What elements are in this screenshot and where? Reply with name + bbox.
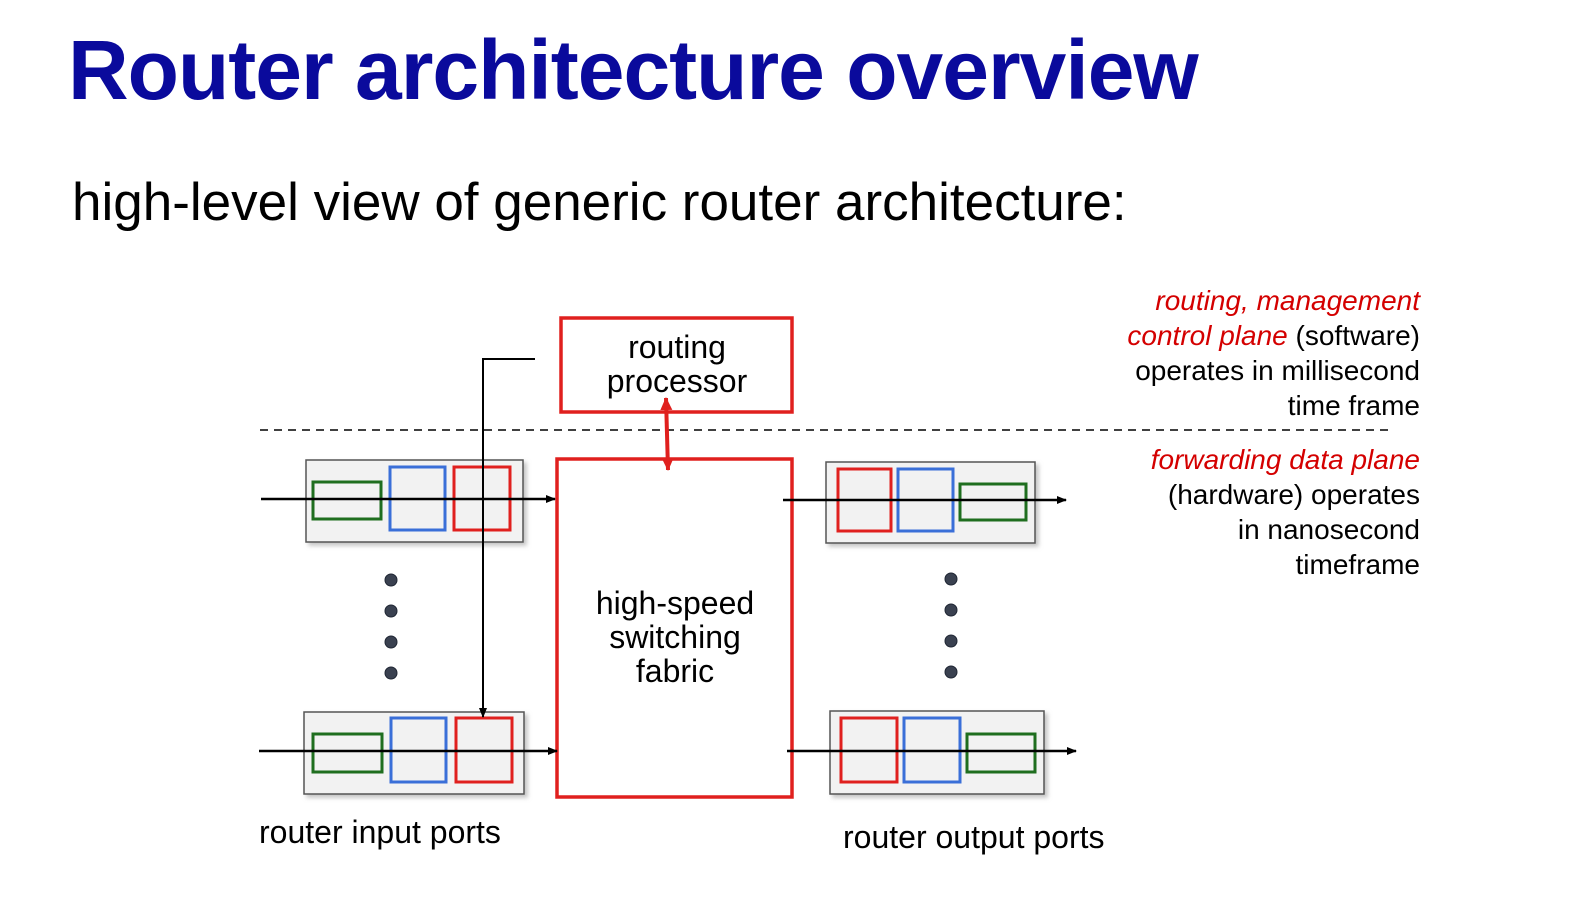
queue-slot-green [311,732,384,774]
control-plane-note-line1: routing, management [1155,285,1420,316]
control-plane-note-line3: operates in millisecond [1135,355,1420,386]
input-port-bottom [303,711,525,795]
switching-fabric-label-line2: switching [609,619,741,655]
output-ports-ellipsis [944,572,958,679]
queue-slot-green [958,482,1028,522]
queue-slot-green [965,732,1037,774]
routing-processor-label-line2: processor [606,363,748,399]
data-plane-note-line4: timeframe [1295,549,1420,580]
routing-table-control-line [479,358,535,718]
processor-fabric-arrow [660,397,674,471]
data-plane-note-line3: in nanosecond [1237,514,1420,545]
control-plane-note: routing, management control plane (softw… [1127,283,1420,423]
control-plane-note-line2: control plane (software) [1127,318,1420,353]
input-ports-ellipsis [384,573,398,680]
control-plane-note-line4: time frame [1287,390,1420,421]
routing-processor-label-line1: routing [628,329,726,365]
switching-fabric-box [555,457,794,799]
output-ports-label: router output ports [843,819,1105,855]
switching-fabric-label-line3: fabric [635,653,715,689]
data-plane-note: forwarding data plane (hardware) operate… [1151,442,1420,582]
slide-subtitle: high-level view of generic router archit… [72,173,1127,232]
output-port-top [825,461,1036,544]
output-port-bottom [829,710,1045,795]
queue-slot-green [311,480,383,521]
data-plane-note-line1: forwarding data plane [1150,444,1420,475]
input-port-top [305,459,524,543]
control-plane-note-line2-rest: (software) [1287,320,1420,351]
switching-fabric-label: high-speed switching fabric [558,586,792,688]
input-ports-label: router input ports [259,814,501,850]
switching-fabric-label-line1: high-speed [595,585,755,621]
data-plane-note-line2: (hardware) operates [1167,479,1420,510]
control-plane-term: control plane [1127,320,1288,351]
routing-processor-box [559,316,794,414]
slide-title: Router architecture overview [68,23,1199,117]
routing-processor-label: routing processor [562,330,792,398]
